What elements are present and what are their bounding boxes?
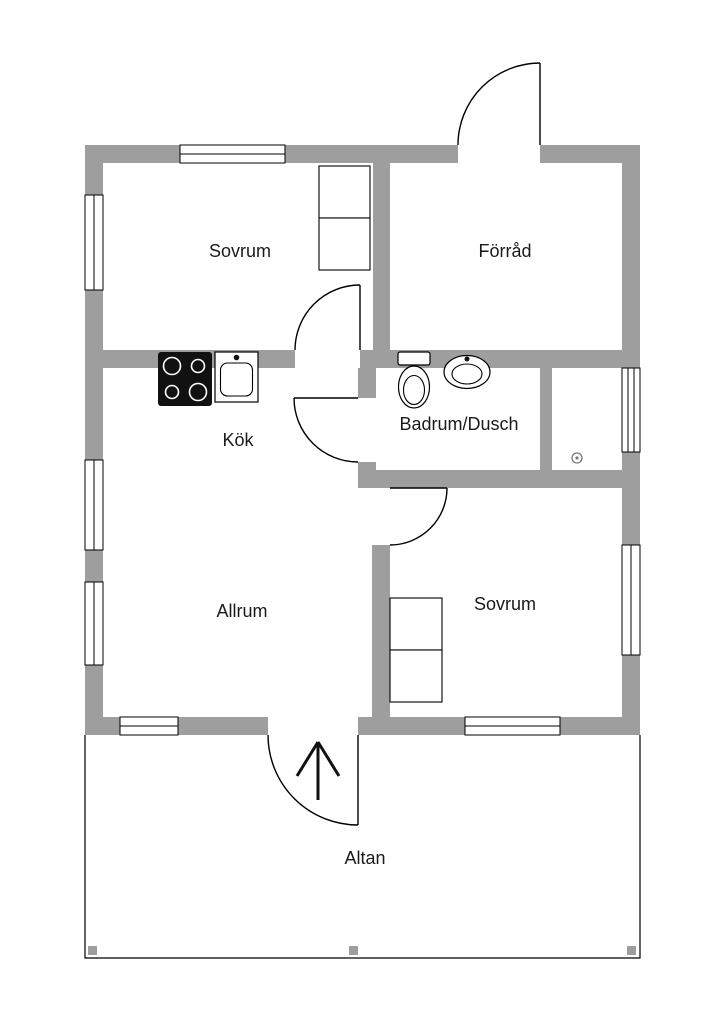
wardrobes bbox=[318, 165, 443, 703]
wall-segment bbox=[85, 290, 103, 460]
room-label-kitchen: Kök bbox=[222, 430, 254, 450]
wall-segment bbox=[358, 470, 622, 488]
wall-segment bbox=[85, 145, 180, 163]
kitchen-sink-icon bbox=[214, 351, 259, 403]
terrace-deck bbox=[84, 735, 641, 959]
floor-drain-icon bbox=[571, 452, 583, 464]
wall-segment bbox=[85, 717, 120, 735]
terrace-door bbox=[267, 734, 359, 826]
shower-partition-wall bbox=[540, 368, 552, 470]
windows bbox=[84, 144, 641, 736]
window bbox=[119, 716, 179, 736]
terrace-post bbox=[627, 946, 636, 955]
room-label-bedroom-top: Sovrum bbox=[209, 241, 271, 261]
room-label-bathroom: Badrum/Dusch bbox=[399, 414, 518, 434]
wardrobe bbox=[318, 165, 371, 219]
room-label-bedroom-bottom: Sovrum bbox=[474, 594, 536, 614]
wardrobe bbox=[389, 649, 443, 703]
wardrobe bbox=[318, 217, 371, 271]
entrance-arrow-icon bbox=[295, 741, 341, 800]
wall-segment bbox=[622, 655, 640, 735]
room-label-terrace: Altan bbox=[344, 848, 385, 868]
door-bathroom bbox=[293, 397, 359, 463]
exterior-walls bbox=[85, 145, 640, 735]
window bbox=[179, 144, 286, 164]
wall-segment bbox=[372, 545, 390, 717]
window bbox=[621, 367, 641, 453]
wall-segment bbox=[358, 717, 465, 735]
room-label-living: Allrum bbox=[216, 601, 267, 621]
room-labels: Sovrum Förråd Kök Badrum/Dusch Allrum So… bbox=[209, 241, 536, 868]
door-bedroom-top bbox=[294, 284, 361, 351]
entrance-door-storage bbox=[457, 62, 541, 146]
window bbox=[84, 194, 104, 291]
wall-segment bbox=[85, 550, 103, 582]
terrace-post bbox=[88, 946, 97, 955]
wall-segment bbox=[560, 717, 640, 735]
wall-segment bbox=[178, 717, 268, 735]
kitchen-fixtures bbox=[158, 351, 259, 406]
toilet-icon bbox=[397, 351, 431, 409]
terrace-post bbox=[349, 946, 358, 955]
wall-segment bbox=[85, 145, 103, 195]
door-bedroom-bottom bbox=[389, 487, 448, 546]
washbasin-icon bbox=[443, 354, 491, 390]
wall-segment bbox=[622, 145, 640, 368]
bathroom-fixtures bbox=[397, 351, 583, 464]
stove-icon bbox=[158, 352, 212, 406]
room-label-storage: Förråd bbox=[478, 241, 531, 261]
wall-segment bbox=[285, 145, 458, 163]
wall-segment bbox=[373, 163, 390, 350]
wardrobe bbox=[389, 597, 443, 651]
wall-segment bbox=[358, 368, 376, 398]
wall-segment bbox=[622, 452, 640, 545]
wall-segment bbox=[540, 145, 640, 163]
window bbox=[84, 459, 104, 551]
window bbox=[84, 581, 104, 666]
window bbox=[464, 716, 561, 736]
terrace-outline bbox=[84, 735, 641, 959]
doors bbox=[267, 62, 541, 826]
window bbox=[621, 544, 641, 656]
